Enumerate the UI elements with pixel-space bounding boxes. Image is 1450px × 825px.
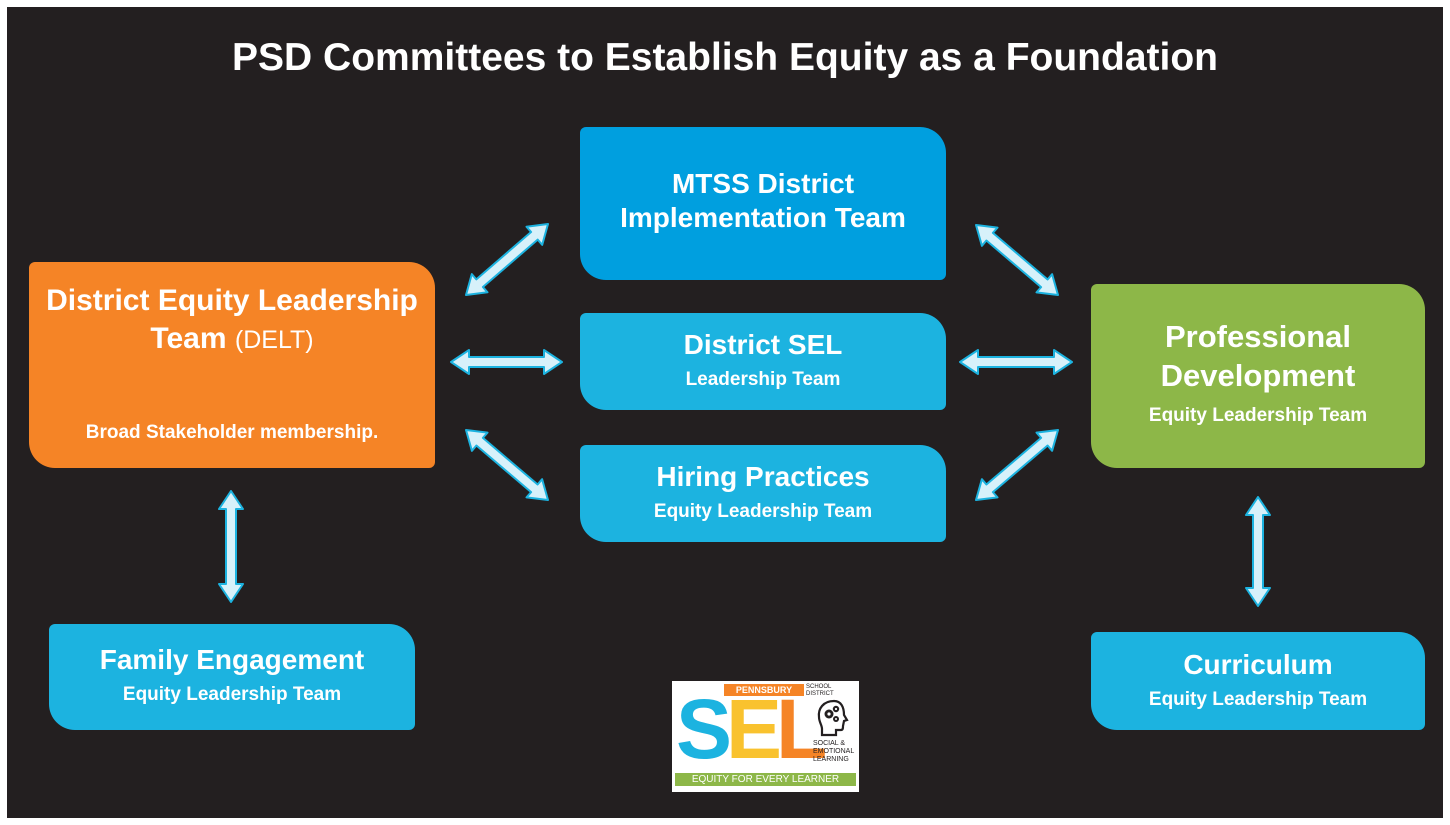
curriculum-subtitle: Equity Leadership Team [1148, 689, 1368, 710]
diagram-title: PSD Committees to Establish Equity as a … [232, 36, 1218, 79]
curriculum-box: Curriculum Equity Leadership Team [1091, 632, 1425, 730]
sel-logo: S E L PENNSBURY SCHOOL DISTRICT SOCIAL &… [672, 681, 859, 792]
hiring-title: Hiring Practices [656, 461, 870, 492]
arrow-delt-family [218, 490, 244, 603]
family-engagement-title: Family Engagement [99, 644, 365, 675]
arrow-delt-mtss [465, 223, 549, 296]
hiring-subtitle: Equity Leadership Team [653, 501, 873, 522]
family-engagement-subtitle: Equity Leadership Team [122, 684, 342, 705]
delt-box: District Equity Leadership Team (DELT) B… [29, 262, 435, 468]
logo-tagline: EQUITY FOR EVERY LEARNER [675, 773, 856, 786]
mtss-title: MTSS District Implementation Team [620, 168, 906, 233]
arrow-sel-pd [959, 349, 1073, 375]
head-gears-icon [817, 699, 849, 737]
professional-development-subtitle: Equity Leadership Team [1148, 405, 1368, 426]
logo-letter-l: L [776, 682, 828, 776]
sel-box: District SEL Leadership Team [580, 313, 946, 410]
logo-meaning: SOCIAL & EMOTIONAL LEARNING [813, 740, 854, 763]
arrow-mtss-pd [975, 224, 1059, 296]
arrow-delt-sel [450, 349, 563, 375]
delt-abbreviation: (DELT) [234, 326, 314, 354]
curriculum-title: Curriculum [1183, 649, 1333, 680]
sel-title: District SEL [683, 329, 843, 360]
arrow-delt-hiring [465, 429, 549, 501]
professional-development-title: Professional Development [1160, 319, 1356, 393]
arrow-pd-curriculum [1245, 496, 1271, 607]
logo-letter-s: S [676, 682, 733, 776]
mtss-box: MTSS District Implementation Team [580, 127, 946, 280]
professional-development-box: Professional Development Equity Leadersh… [1091, 284, 1425, 468]
logo-letter-e: E [726, 682, 783, 776]
logo-district-name: PENNSBURY [724, 684, 804, 696]
sel-subtitle: Leadership Team [685, 369, 841, 390]
delt-subtitle: Broad Stakeholder membership. [85, 422, 379, 443]
hiring-box: Hiring Practices Equity Leadership Team [580, 445, 946, 542]
family-engagement-box: Family Engagement Equity Leadership Team [49, 624, 415, 730]
arrow-hiring-pd [975, 429, 1059, 501]
logo-district-suffix: SCHOOL DISTRICT [806, 684, 834, 697]
delt-title: District Equity Leadership Team [46, 284, 418, 355]
